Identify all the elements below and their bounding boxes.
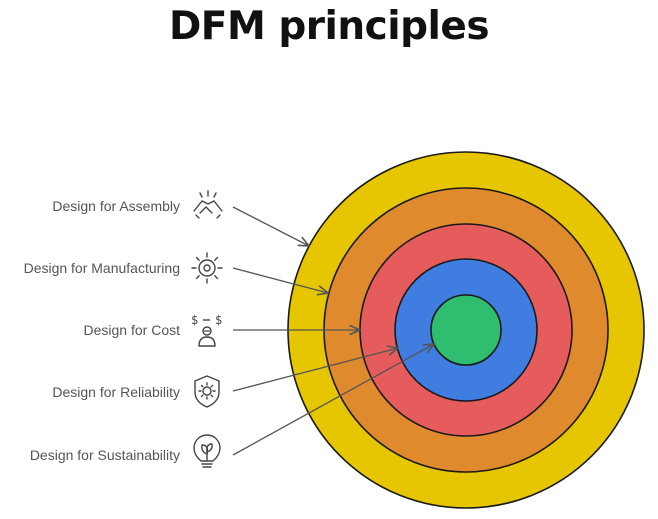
arrow-sustainability [232, 344, 434, 456]
ring-sustainability [430, 294, 502, 366]
arrow-assembly [232, 206, 309, 246]
label-assembly: Design for Assembly [52, 198, 180, 214]
label-reliability: Design for Reliability [52, 384, 180, 400]
svg-text:$: $ [191, 313, 198, 327]
eco-bulb-icon [193, 434, 221, 468]
arrow-manufacturing [232, 267, 328, 293]
svg-text:$: $ [215, 313, 222, 327]
label-manufacturing: Design for Manufacturing [24, 260, 180, 276]
gear-icon [191, 252, 223, 284]
page-title: DFM principles [168, 4, 490, 49]
arrow-reliability [232, 348, 398, 392]
shield-gear-icon [194, 375, 220, 408]
handshake-icon [193, 190, 223, 219]
cost-person-icon: $ $ [191, 313, 222, 347]
label-cost: Design for Cost [84, 322, 181, 338]
label-sustainability: Design for Sustainability [30, 447, 180, 463]
